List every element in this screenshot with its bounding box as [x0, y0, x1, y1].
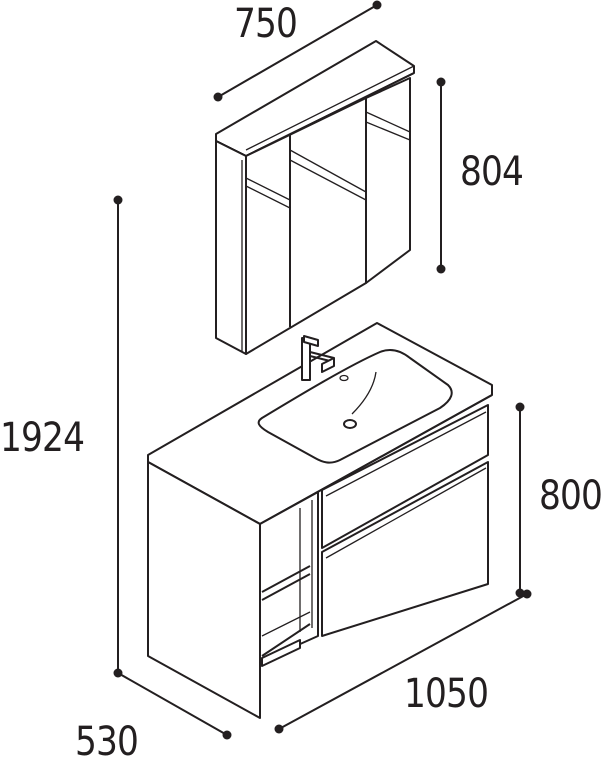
total-height-label: 1924 [0, 415, 85, 461]
vanity-unit [147, 322, 493, 719]
vanity-depth-label: 530 [75, 719, 139, 765]
dimension-mirror-height [436, 77, 446, 274]
vanity-height-label: 800 [539, 473, 603, 519]
dimension-vanity-height [515, 402, 525, 598]
basin-drain [343, 419, 357, 429]
mirror-height-label: 804 [460, 149, 524, 195]
vanity-width-label: 1050 [404, 671, 489, 717]
vanity-left-side [147, 461, 261, 719]
vanity-upper-drawer [321, 404, 489, 549]
dimension-vanity-depth [117, 672, 232, 740]
vanity-kick-plate [261, 639, 301, 667]
dimension-vanity-width [274, 589, 532, 734]
mirror-cabinet [215, 40, 415, 355]
overflow-hole [339, 374, 349, 382]
faucet-icon [301, 335, 335, 381]
dimension-total-height [113, 195, 123, 678]
dimension-mirror-width [213, 0, 382, 102]
vanity-lower-drawer [321, 461, 489, 637]
mirror-width-label: 750 [234, 1, 298, 47]
mirror-cabinet-right-side [365, 77, 411, 284]
vanity-basin [257, 349, 453, 464]
